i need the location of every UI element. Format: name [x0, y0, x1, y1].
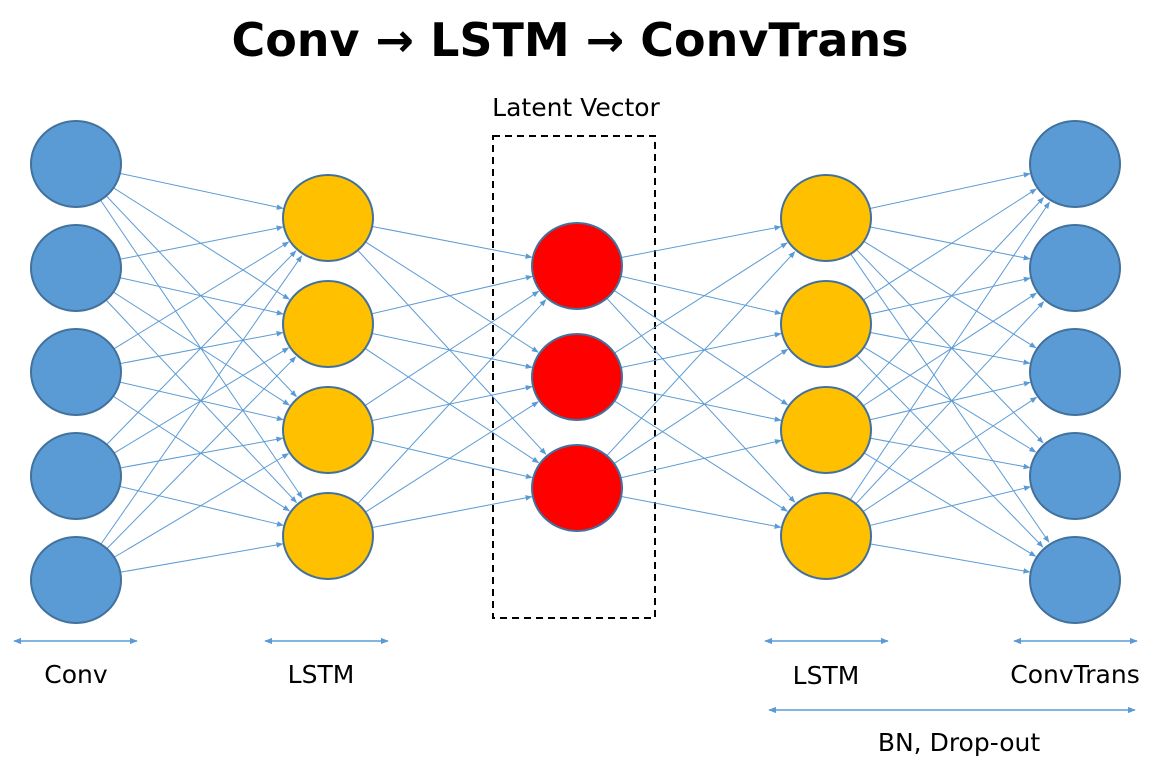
edge-conv-5-to-lstm-encoder-3	[113, 453, 290, 558]
lstm-decoder-label: LSTM	[793, 661, 860, 690]
edge-lstm-decoder-1-to-convtrans-4	[856, 249, 1044, 444]
conv-label: Conv	[44, 660, 108, 689]
convtrans-node-1	[1029, 120, 1121, 208]
edge-latent-3-to-lstm-decoder-3	[619, 439, 782, 479]
bn-dropout-label: BN, Drop-out	[878, 728, 1041, 757]
edge-latent-2-to-lstm-decoder-2	[619, 332, 782, 369]
edge-lstm-decoder-2-to-convtrans-5	[856, 355, 1044, 548]
convtrans-node-5	[1029, 536, 1121, 624]
edge-lstm-encoder-1-to-latent-3	[357, 249, 547, 455]
edge-lstm-decoder-3-to-convtrans-1	[855, 197, 1045, 399]
lstm-encoder-node-2	[282, 280, 374, 368]
latent-node-1	[531, 222, 623, 310]
convtrans-node-3	[1029, 328, 1121, 416]
edge-lstm-decoder-3-to-convtrans-5	[863, 452, 1037, 557]
lstm-decoder-node-1	[780, 174, 872, 262]
edge-lstm-encoder-4-to-latent-1	[357, 299, 547, 505]
edge-conv-3-to-lstm-encoder-1	[113, 241, 290, 350]
edge-lstm-encoder-3-to-latent-1	[364, 290, 540, 407]
conv-node-4	[30, 432, 122, 520]
edge-latent-1-to-lstm-decoder-2	[619, 275, 782, 315]
edge-latent-3-to-lstm-decoder-2	[613, 348, 789, 465]
edge-lstm-decoder-2-to-convtrans-3	[869, 331, 1031, 365]
lstm-encoder-node-4	[282, 492, 374, 580]
edge-latent-2-to-lstm-decoder-4	[613, 400, 788, 512]
edge-lstm-decoder-3-to-convtrans-4	[869, 437, 1031, 470]
edge-lstm-decoder-1-to-convtrans-1	[868, 172, 1031, 210]
edge-lstm-encoder-2-to-latent-2	[370, 332, 533, 369]
edge-lstm-encoder-2-to-latent-3	[364, 347, 540, 464]
edge-lstm-decoder-4-to-convtrans-5	[869, 543, 1031, 574]
lstm-decoder-node-4	[780, 492, 872, 580]
edge-conv-4-to-lstm-encoder-1	[106, 250, 297, 445]
edge-lstm-decoder-3-to-convtrans-3	[868, 381, 1031, 421]
edge-lstm-decoder-1-to-convtrans-2	[869, 226, 1031, 261]
edge-latent-3-to-lstm-decoder-1	[606, 251, 796, 457]
lstm-decoder-node-3	[780, 386, 872, 474]
edge-lstm-decoder-4-to-convtrans-2	[855, 301, 1045, 505]
edge-lstm-decoder-4-to-convtrans-3	[862, 396, 1038, 513]
edge-lstm-encoder-4-to-latent-3	[371, 495, 533, 529]
edge-conv-2-to-lstm-encoder-1	[119, 225, 284, 260]
latent-vector-label: Latent Vector	[492, 93, 660, 122]
edge-lstm-encoder-3-to-latent-2	[370, 385, 533, 422]
edge-conv-5-to-lstm-encoder-2	[106, 356, 297, 549]
conv-node-3	[30, 328, 122, 416]
lstm-encoder-node-1	[282, 174, 374, 262]
edge-latent-1-to-lstm-decoder-1	[620, 225, 782, 259]
edge-lstm-encoder-4-to-latent-2	[364, 401, 539, 513]
edge-lstm-decoder-3-to-convtrans-2	[862, 292, 1037, 407]
edge-lstm-decoder-2-to-convtrans-2	[868, 276, 1031, 315]
edge-latent-2-to-lstm-decoder-1	[613, 242, 788, 354]
edge-conv-1-to-lstm-encoder-1	[118, 172, 284, 210]
edge-lstm-encoder-2-to-latent-1	[370, 275, 533, 315]
latent-vector-box	[492, 135, 656, 619]
edge-lstm-decoder-4-to-convtrans-4	[868, 485, 1031, 527]
edge-latent-1-to-lstm-decoder-3	[613, 289, 789, 406]
edge-latent-3-to-lstm-decoder-4	[620, 495, 782, 529]
edge-lstm-decoder-2-to-convtrans-1	[862, 188, 1037, 301]
edge-lstm-decoder-2-to-convtrans-4	[863, 346, 1037, 453]
convtrans-node-2	[1029, 224, 1121, 312]
diagram-title: Conv → LSTM → ConvTrans	[231, 13, 908, 67]
convtrans-node-4	[1029, 432, 1121, 520]
edge-lstm-decoder-1-to-convtrans-5	[850, 254, 1050, 543]
conv-node-2	[30, 224, 122, 312]
edge-latent-1-to-lstm-decoder-4	[606, 297, 796, 503]
layer-nodes	[30, 120, 1121, 624]
lstm-decoder-node-2	[780, 280, 872, 368]
convtrans-label: ConvTrans	[1010, 660, 1139, 689]
edge-lstm-decoder-4-to-convtrans-1	[850, 201, 1050, 500]
edge-lstm-encoder-3-to-latent-3	[370, 439, 533, 479]
connection-edges	[100, 172, 1050, 574]
latent-node-2	[531, 333, 623, 421]
lstm-encoder-node-3	[282, 386, 374, 474]
edge-lstm-encoder-1-to-latent-1	[371, 225, 533, 259]
edge-lstm-encoder-1-to-latent-2	[364, 241, 539, 353]
edge-lstm-decoder-1-to-convtrans-3	[863, 240, 1037, 349]
conv-node-1	[30, 120, 122, 208]
edge-latent-2-to-lstm-decoder-3	[619, 385, 782, 422]
conv-node-5	[30, 536, 122, 624]
lstm-encoder-label: LSTM	[288, 660, 355, 689]
edge-conv-5-to-lstm-encoder-4	[119, 542, 284, 573]
edge-conv-5-to-lstm-encoder-1	[100, 255, 303, 545]
latent-node-3	[531, 444, 623, 532]
